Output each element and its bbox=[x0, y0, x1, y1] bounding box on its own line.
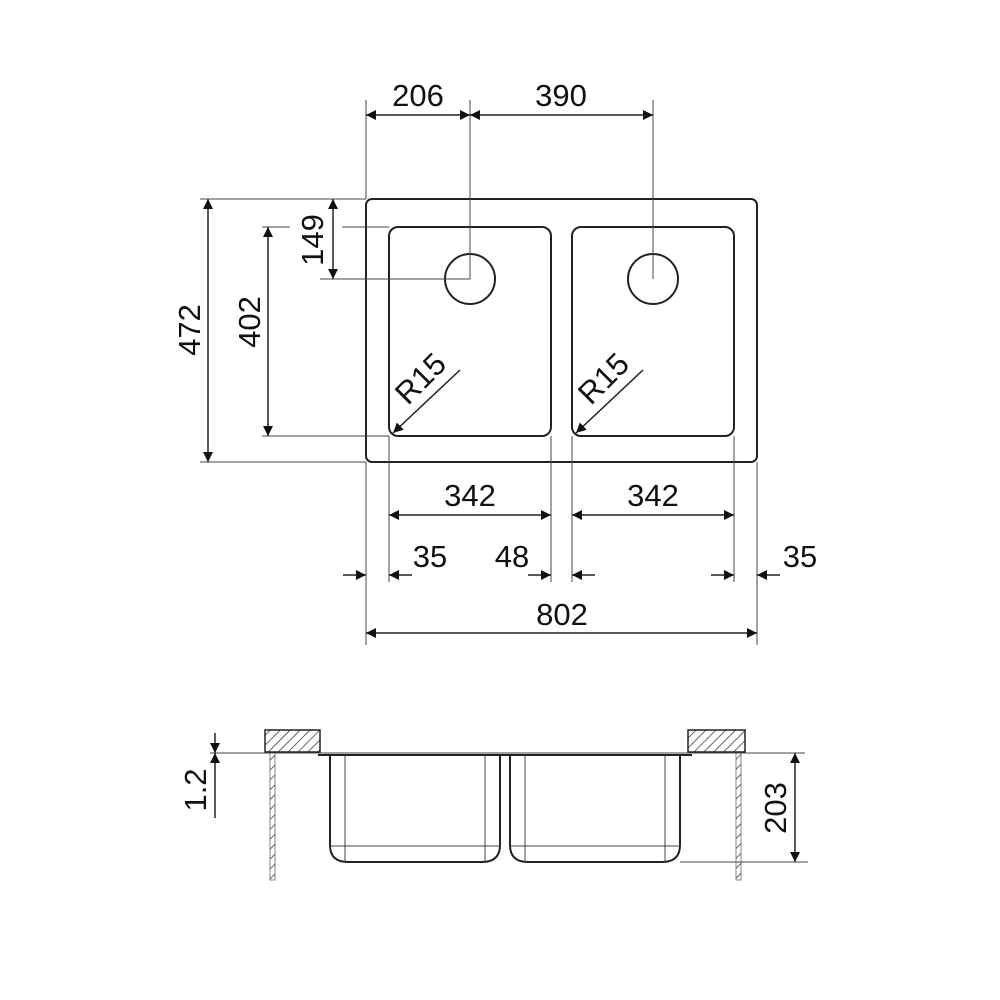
cabinet-wall-right bbox=[735, 752, 742, 881]
dim-390: 390 bbox=[535, 78, 587, 113]
dim-206: 206 bbox=[392, 78, 444, 113]
radius-left: R15 bbox=[388, 346, 453, 411]
sink-outline bbox=[365, 198, 758, 463]
dim-1-2: 1.2 bbox=[178, 768, 213, 811]
dim-35-right: 35 bbox=[783, 539, 817, 574]
dim-342-left: 342 bbox=[444, 478, 496, 513]
dim-402: 402 bbox=[232, 296, 267, 348]
plan-view: 206 390 472 402 149 R15 R15 342 342 35 4… bbox=[172, 78, 817, 645]
countertop-left bbox=[264, 729, 321, 753]
dim-35-left: 35 bbox=[413, 539, 447, 574]
section-bowl-right bbox=[509, 755, 681, 863]
section-bowl-left bbox=[329, 755, 501, 863]
dim-472: 472 bbox=[172, 304, 207, 356]
countertop-right bbox=[687, 729, 746, 753]
dim-149: 149 bbox=[295, 214, 330, 266]
dim-802: 802 bbox=[536, 597, 588, 632]
dim-48: 48 bbox=[495, 539, 529, 574]
dimension-lines bbox=[203, 110, 780, 638]
dim-203: 203 bbox=[758, 782, 793, 834]
section-view: 1.2 203 bbox=[178, 729, 808, 881]
radius-right: R15 bbox=[571, 346, 636, 411]
cabinet-wall-left bbox=[269, 752, 276, 881]
dim-342-right: 342 bbox=[627, 478, 679, 513]
extension-lines bbox=[200, 100, 758, 645]
